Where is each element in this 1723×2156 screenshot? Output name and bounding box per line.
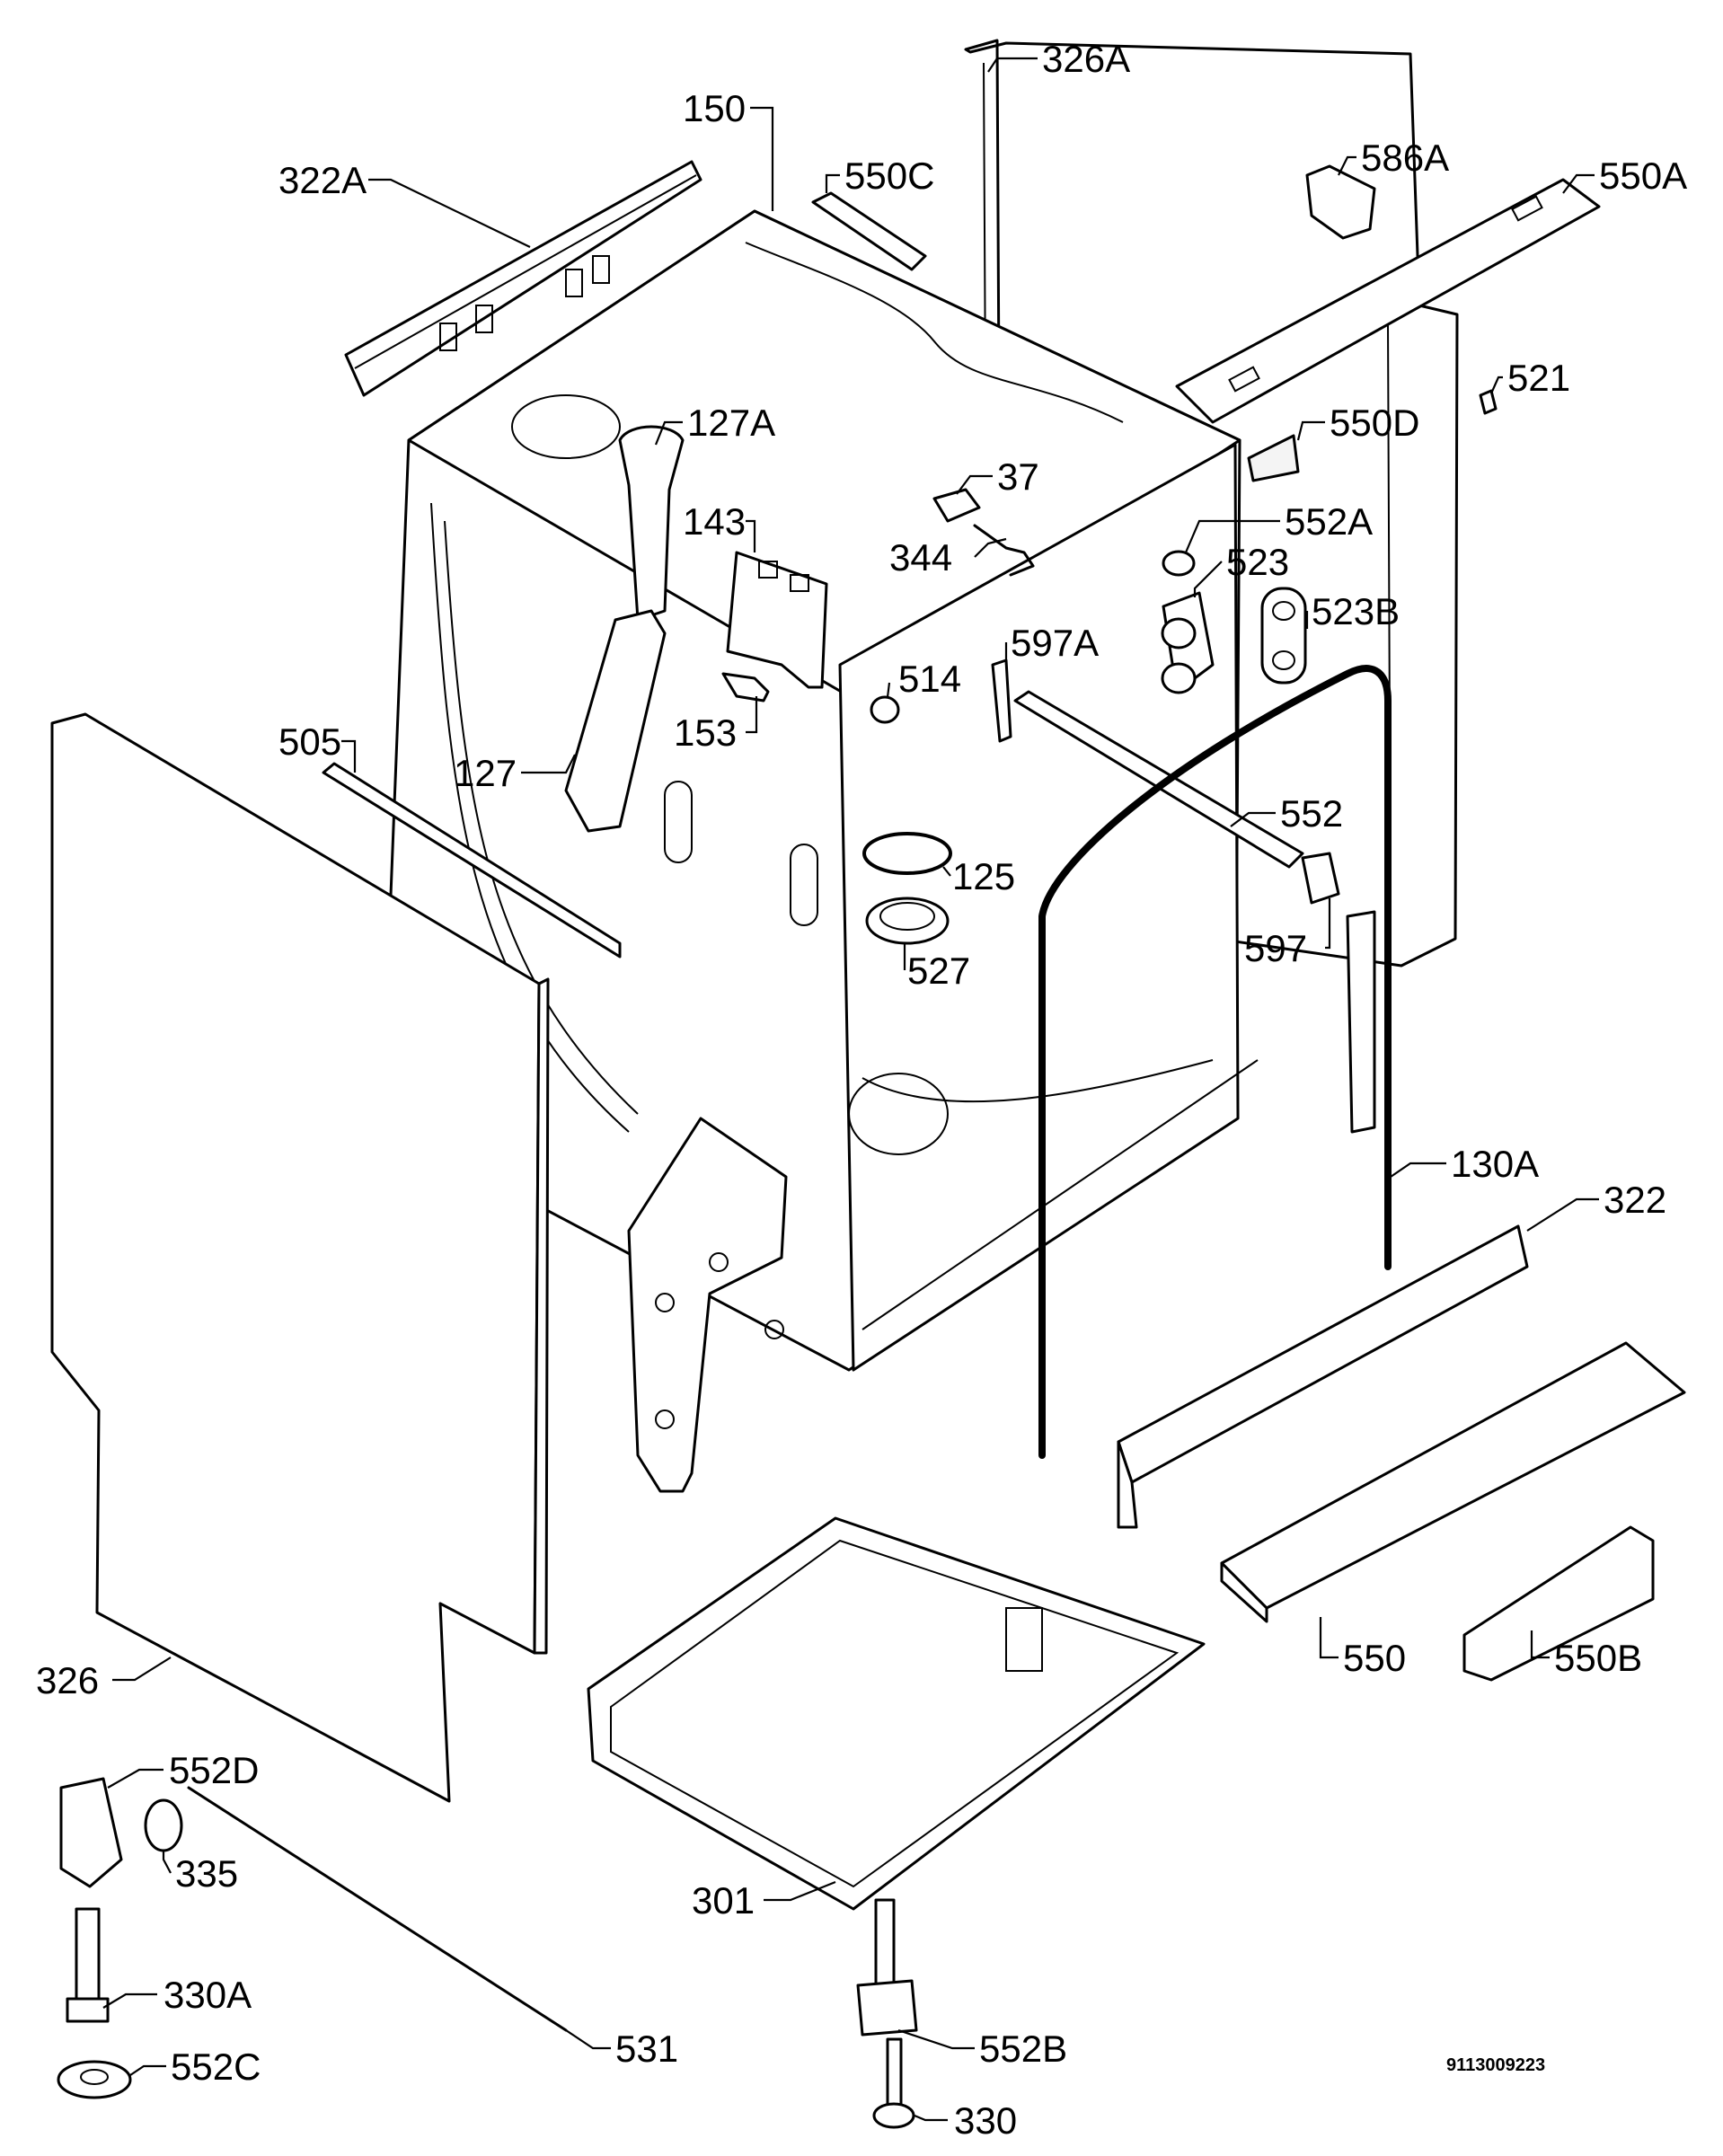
part-127a-duct bbox=[618, 425, 685, 622]
leader-lines bbox=[102, 57, 1599, 2122]
label-150: 150 bbox=[683, 87, 746, 129]
label-552a: 552A bbox=[1285, 500, 1373, 543]
part-side-bracket-right bbox=[1346, 910, 1376, 1134]
label-127: 127 bbox=[454, 752, 517, 794]
part-550d bbox=[1247, 434, 1300, 482]
label-586a: 586A bbox=[1361, 137, 1449, 179]
label-130a: 130A bbox=[1451, 1143, 1539, 1185]
part-550a-top-plate bbox=[1175, 178, 1601, 424]
label-550: 550 bbox=[1343, 1637, 1406, 1679]
part-552-rail bbox=[1013, 690, 1304, 869]
part-127-duct bbox=[564, 609, 667, 833]
part-153-screw bbox=[721, 672, 770, 702]
part-301-base-tray bbox=[587, 1516, 1206, 1911]
label-143: 143 bbox=[683, 500, 746, 543]
label-326a: 326A bbox=[1042, 38, 1130, 80]
part-344-spring bbox=[973, 524, 1035, 577]
part-552a-knob bbox=[1162, 550, 1196, 577]
part-labels: 326A 150 322A 550C 586A 550A 521 127A 55… bbox=[36, 38, 1687, 2142]
part-125-seal-ring bbox=[862, 832, 952, 875]
label-521: 521 bbox=[1507, 357, 1570, 399]
part-130a-frame bbox=[1038, 665, 1392, 1459]
label-330: 330 bbox=[954, 2099, 1017, 2142]
part-531-rod bbox=[187, 1786, 568, 2032]
part-550-tray bbox=[1220, 1341, 1686, 1623]
part-330-screw bbox=[872, 2037, 915, 2129]
label-531: 531 bbox=[615, 2028, 678, 2070]
label-514: 514 bbox=[898, 658, 961, 700]
part-335-gear bbox=[144, 1798, 183, 1852]
label-505: 505 bbox=[278, 720, 341, 763]
part-514-plug bbox=[870, 695, 900, 724]
label-552b: 552B bbox=[979, 2028, 1067, 2070]
label-523: 523 bbox=[1226, 541, 1289, 583]
label-326: 326 bbox=[36, 1659, 99, 1701]
part-hinge-bracket bbox=[627, 1117, 788, 1493]
label-550b: 550B bbox=[1554, 1637, 1642, 1679]
part-586a-bracket bbox=[1305, 164, 1376, 240]
label-597a: 597A bbox=[1011, 622, 1099, 664]
part-330a-bolt bbox=[66, 1907, 110, 2023]
part-143-bracket bbox=[726, 551, 828, 689]
part-505-strip bbox=[322, 762, 622, 959]
part-521-clip bbox=[1479, 389, 1498, 415]
label-550a: 550A bbox=[1599, 155, 1687, 197]
label-552c: 552C bbox=[171, 2046, 261, 2088]
label-37: 37 bbox=[997, 455, 1039, 498]
label-552: 552 bbox=[1280, 792, 1343, 835]
label-552d: 552D bbox=[169, 1749, 259, 1791]
label-597: 597 bbox=[1244, 927, 1307, 969]
label-523b: 523B bbox=[1312, 590, 1400, 632]
part-150-tub bbox=[380, 209, 1259, 1372]
diagram-code: 9113009223 bbox=[1446, 2055, 1545, 2075]
part-550c-tube bbox=[811, 191, 927, 271]
part-322a-top-rail bbox=[344, 160, 702, 397]
label-550c: 550C bbox=[844, 155, 934, 197]
label-301: 301 bbox=[692, 1879, 755, 1922]
part-597-clip bbox=[1301, 852, 1340, 905]
part-37-switch bbox=[932, 488, 981, 523]
part-523-fitting bbox=[1161, 591, 1215, 694]
label-127a: 127A bbox=[687, 402, 775, 444]
part-322-lower-rail bbox=[1117, 1224, 1529, 1529]
label-322a: 322A bbox=[278, 159, 367, 201]
label-344: 344 bbox=[889, 536, 952, 579]
part-552d-foot-housing bbox=[59, 1777, 123, 1888]
label-153: 153 bbox=[674, 711, 737, 754]
part-552b-leveling-foot bbox=[856, 1898, 918, 2037]
part-552c-foot-pad bbox=[57, 2060, 132, 2099]
part-550b-handle bbox=[1462, 1525, 1655, 1682]
label-330a: 330A bbox=[163, 1974, 252, 2016]
part-527-filter bbox=[865, 897, 950, 945]
part-597a-clip bbox=[991, 658, 1012, 743]
label-335: 335 bbox=[175, 1852, 238, 1895]
label-550d: 550D bbox=[1330, 402, 1419, 444]
label-527: 527 bbox=[907, 950, 970, 992]
part-326-side-panel bbox=[50, 712, 550, 1803]
part-523b-gasket bbox=[1260, 587, 1307, 685]
label-322: 322 bbox=[1604, 1179, 1666, 1221]
label-125: 125 bbox=[952, 855, 1015, 897]
